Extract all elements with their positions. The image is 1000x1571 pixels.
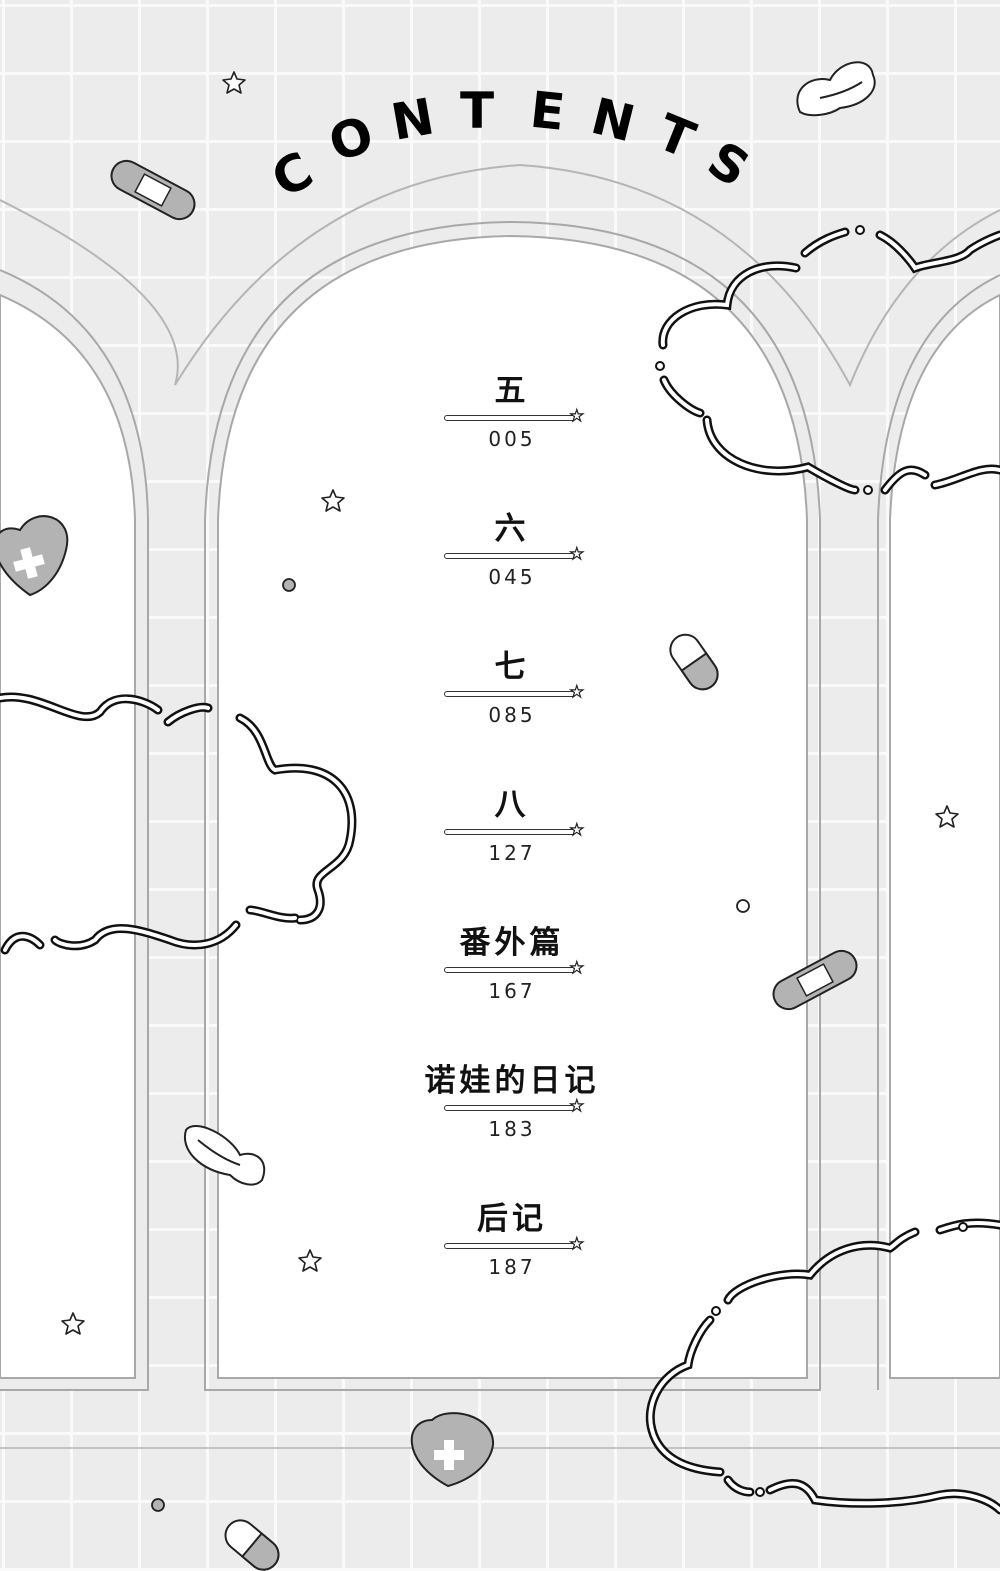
toc-entry-title: 七	[494, 649, 530, 685]
center-arch	[204, 220, 821, 1391]
heart-cross-icon	[410, 1412, 495, 1488]
pill-icon	[224, 1519, 280, 1571]
wand-divider: ★	[444, 957, 585, 978]
wand-divider: ★	[444, 819, 585, 840]
toc-entry[interactable]: 六 ★ 045	[412, 510, 612, 590]
toc-entry-title: 八	[494, 787, 530, 823]
wing-icon	[796, 61, 876, 117]
heart-cross-icon	[0, 515, 69, 597]
wand-divider: ★	[444, 543, 585, 564]
svg-text:C: C	[262, 141, 322, 209]
toc-entry[interactable]: 五 ★ 005	[412, 372, 612, 452]
left-arch	[0, 269, 149, 1391]
toc-entry-page: 005	[488, 427, 536, 451]
cloud-outline	[645, 1218, 1000, 1515]
wand-divider: ★	[444, 681, 585, 702]
toc-entry[interactable]: 七 ★ 085	[412, 648, 612, 728]
star-icon	[935, 805, 959, 828]
toc-entry-page: 085	[488, 703, 536, 727]
bandage-icon	[772, 949, 858, 1011]
star-icon	[61, 1312, 85, 1335]
svg-text:N: N	[387, 87, 438, 151]
toc-entry-title: 六	[494, 511, 530, 547]
toc-entry[interactable]: 八 ★ 127	[412, 786, 612, 866]
bandage-icon	[110, 159, 196, 221]
toc-entry[interactable]: 后记 ★ 187	[412, 1200, 612, 1280]
right-arch	[877, 274, 1000, 1390]
toc-entry-title: 诺娃的日记	[424, 1063, 600, 1099]
svg-text:O: O	[322, 105, 380, 173]
star-icon: ★	[569, 543, 585, 563]
svg-text:N: N	[586, 87, 641, 153]
cloud-outline	[655, 225, 1000, 495]
toc-entry[interactable]: 诺娃的日记 ★ 183	[412, 1062, 612, 1142]
star-icon	[298, 1249, 322, 1272]
wand-divider: ★	[444, 1233, 585, 1254]
wand-divider: ★	[444, 1095, 585, 1116]
star-icon	[321, 489, 345, 512]
toc-entry-page: 127	[488, 841, 536, 865]
svg-text:T: T	[649, 103, 702, 170]
dot	[151, 1498, 165, 1512]
wand-divider: ★	[444, 405, 585, 426]
star-icon	[222, 71, 246, 94]
toc-entry-page: 045	[488, 565, 536, 589]
svg-text:E: E	[527, 81, 567, 142]
wing-icon	[183, 1125, 266, 1186]
star-icon: ★	[569, 819, 585, 839]
toc-entry-page: 167	[488, 979, 536, 1003]
star-icon: ★	[569, 681, 585, 701]
toc-entry[interactable]: 番外篇 ★ 167	[412, 924, 612, 1004]
svg-text:S: S	[698, 130, 759, 198]
svg-text:T: T	[460, 82, 494, 140]
dot	[282, 578, 296, 592]
cloud-outline	[0, 692, 357, 955]
contents-title: C O N T E N T S	[262, 81, 759, 209]
star-icon: ★	[569, 957, 585, 977]
toc-entry-title: 五	[494, 373, 530, 409]
star-icon: ★	[569, 1095, 585, 1115]
toc-entry-page: 183	[488, 1117, 536, 1141]
star-icon: ★	[569, 1233, 585, 1253]
toc-entry-title: 后记	[477, 1201, 547, 1237]
pill-icon	[669, 633, 719, 691]
outer-arch-outline	[0, 163, 1000, 388]
toc-entry-page: 187	[488, 1255, 536, 1279]
dot	[736, 899, 750, 913]
star-icon: ★	[569, 405, 585, 425]
toc-entry-title: 番外篇	[459, 925, 565, 961]
